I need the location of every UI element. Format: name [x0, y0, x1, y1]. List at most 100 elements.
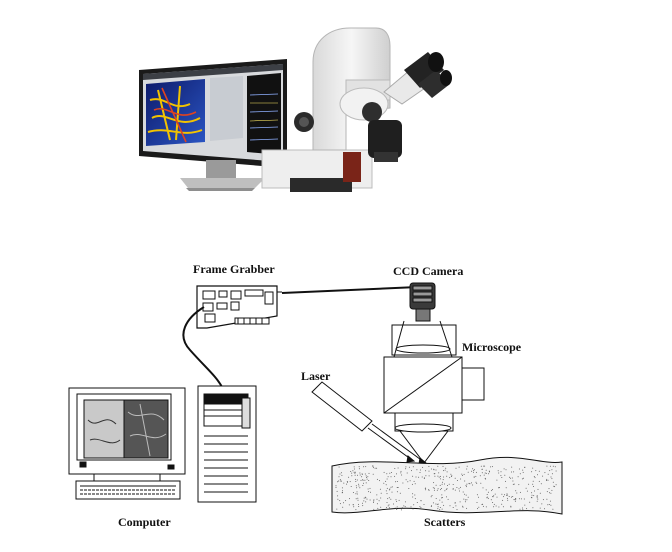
scatter-dot [436, 489, 438, 491]
scatter-dot [428, 475, 430, 477]
scatter-dot [413, 504, 415, 506]
scatter-dot [484, 465, 486, 467]
scatter-dot [394, 475, 396, 477]
scatter-dot [356, 493, 358, 495]
scatter-dot [425, 489, 427, 491]
label-ccd-camera: CCD Camera [393, 264, 464, 278]
scatter-dot [522, 477, 524, 479]
scatter-dot [491, 490, 493, 492]
scatter-dot [354, 472, 356, 474]
scatter-dot [437, 503, 439, 505]
scatter-dot [498, 487, 500, 489]
scatter-dot [466, 507, 468, 509]
scatter-dot [336, 490, 338, 492]
scatter-dot [482, 505, 484, 507]
scatter-dot [390, 476, 392, 478]
scatter-dot [536, 500, 538, 502]
scatter-dot [355, 493, 357, 495]
scatter-dot [513, 483, 515, 485]
label-microscope: Microscope [462, 340, 522, 354]
scatter-dot [391, 491, 393, 493]
scatter-dot [412, 466, 414, 468]
scatter-dot [510, 496, 512, 498]
scatter-dot [400, 509, 402, 511]
scatter-dot [452, 507, 454, 508]
scatter-dot [449, 477, 451, 479]
scatter-dot [396, 509, 398, 510]
scatter-dot [536, 497, 538, 499]
scatter-dot [446, 488, 448, 490]
scatter-dot [425, 470, 427, 472]
scatter-dot [481, 472, 483, 474]
scatter-dot [399, 492, 401, 494]
scatter-dot [365, 497, 367, 499]
scatter-dot [364, 496, 366, 498]
scatter-dot [412, 496, 414, 498]
scatter-dot [521, 478, 523, 480]
label-laser: Laser [301, 369, 331, 383]
scatter-dot [473, 471, 474, 473]
scatter-dot [338, 476, 340, 478]
scatter-dot [551, 478, 553, 480]
scatter-dot [439, 478, 441, 480]
scatter-dot [353, 506, 355, 508]
scatter-dot [531, 492, 533, 494]
scatter-dot [447, 485, 448, 486]
scatter-dot [379, 480, 380, 482]
scatter-dot [478, 496, 479, 498]
scatter-dot [519, 508, 521, 510]
scatter-dot [465, 484, 467, 486]
scatter-dot [511, 477, 513, 479]
scatter-dot [481, 468, 483, 470]
scatter-dot [551, 469, 553, 471]
scatter-dot [448, 483, 450, 485]
scatter-dot [498, 472, 500, 474]
scatter-dot [352, 504, 354, 506]
scatter-dot [348, 476, 350, 478]
scatter-dot [501, 477, 503, 478]
scatter-dot [452, 484, 454, 485]
scatter-dot [488, 470, 490, 472]
scatter-dot [445, 467, 447, 469]
scatter-dot [511, 471, 512, 473]
scatter-dot [421, 476, 423, 478]
scatter-dot [404, 506, 406, 508]
scatter-dot [505, 480, 506, 482]
scatter-dot [436, 503, 438, 505]
scatter-dot [483, 474, 485, 476]
scatter-dot [502, 499, 504, 501]
scatter-dot [401, 507, 403, 509]
scatter-dot [440, 489, 442, 491]
frame-grabber-card-icon [196, 285, 282, 329]
scatter-dot [447, 498, 449, 500]
scatter-dot [405, 479, 407, 481]
scatter-dot [442, 465, 444, 467]
scatter-dot [525, 487, 527, 489]
scatter-dot [367, 488, 369, 490]
scatter-dot [531, 494, 533, 496]
scatter-dot [419, 506, 421, 508]
scatter-dot [396, 491, 398, 493]
scatter-dot [419, 472, 421, 473]
scatter-dot [554, 486, 556, 488]
scatter-dot [385, 484, 387, 486]
scatter-dot [491, 489, 493, 491]
scatter-dot [462, 491, 464, 493]
scatter-dot [358, 506, 360, 507]
scatter-dot [341, 492, 343, 494]
scatter-dot [431, 495, 433, 496]
scatter-dot [363, 497, 365, 499]
scatter-dot [533, 495, 535, 497]
scatter-dot [529, 501, 531, 503]
scatter-dot [335, 485, 337, 487]
scatter-dot [342, 506, 344, 508]
scatter-dot [446, 496, 447, 498]
scatter-dot [520, 498, 522, 500]
scatter-dot [359, 472, 361, 474]
scatter-dot [389, 472, 391, 474]
scatter-dot [499, 487, 500, 489]
scatter-dot [396, 487, 398, 488]
scatter-dot [391, 486, 393, 488]
scatter-dot [493, 503, 495, 505]
scatter-dot [355, 485, 357, 487]
